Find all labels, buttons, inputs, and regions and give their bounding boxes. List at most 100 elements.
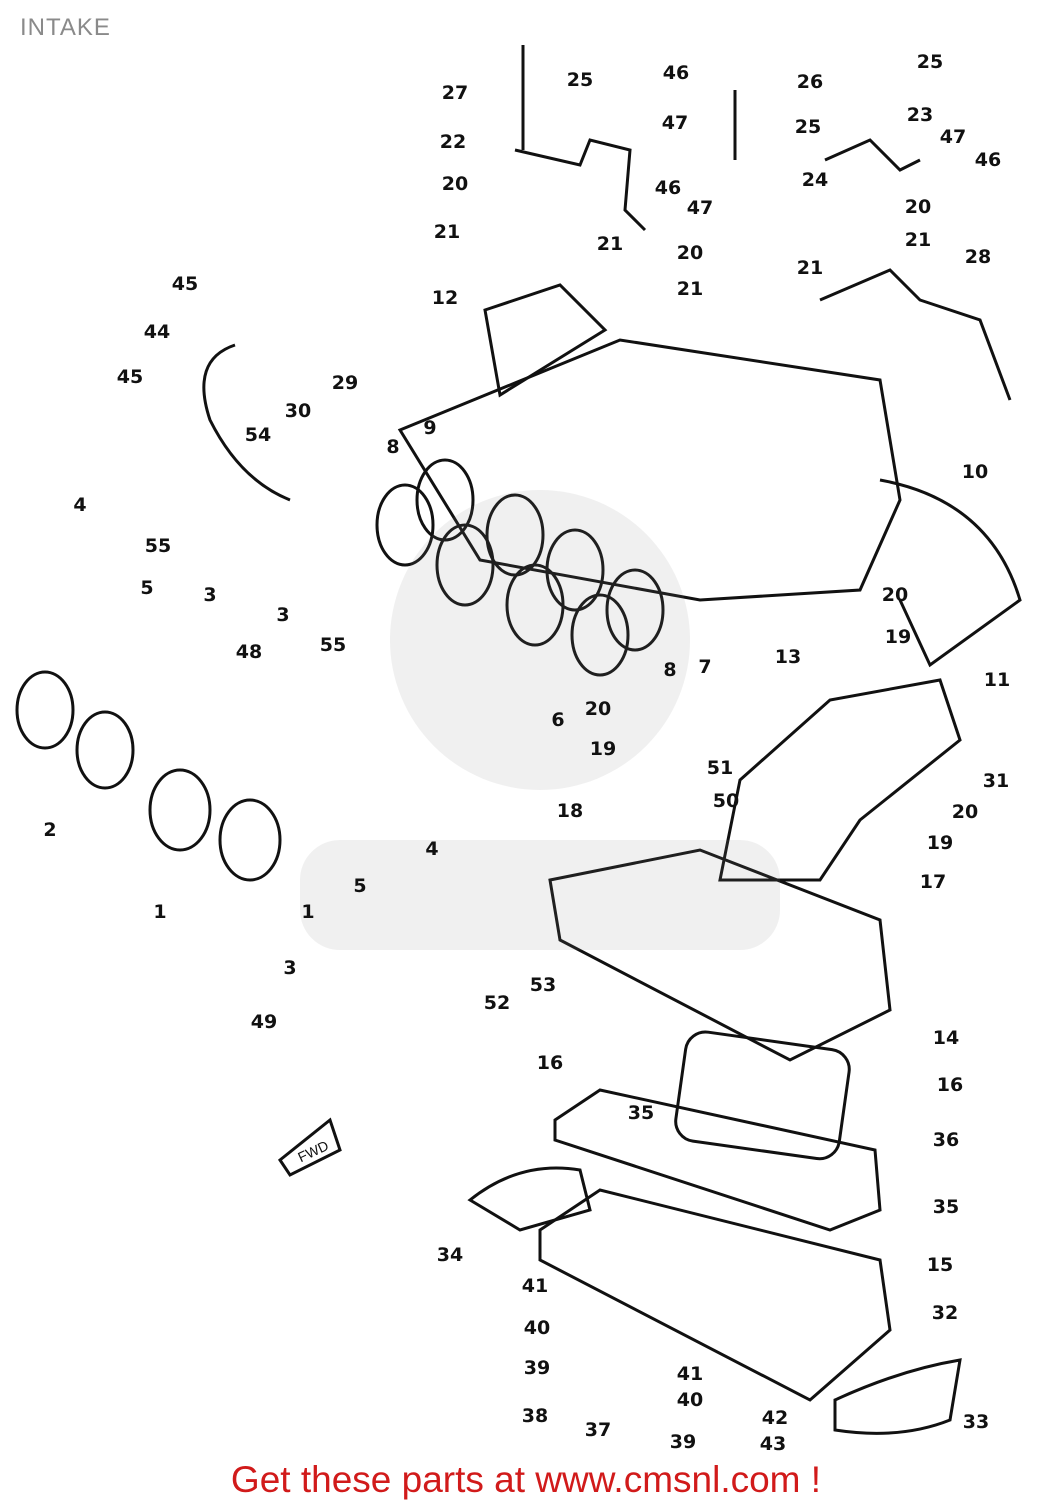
part-callout[interactable]: 29 [331, 372, 359, 394]
part-callout[interactable]: 39 [523, 1357, 551, 1379]
part-callout[interactable]: 14 [932, 1027, 960, 1049]
part-callout[interactable]: 19 [884, 626, 912, 648]
page-title: INTAKE [20, 14, 111, 41]
part-callout[interactable]: 21 [596, 233, 624, 255]
intake-exploded-diagram: FWD [15, 45, 1022, 1435]
air-box-lower [538, 1188, 892, 1402]
part-callout[interactable]: 20 [904, 196, 932, 218]
part-callout[interactable]: 25 [916, 51, 944, 73]
part-callout[interactable]: 54 [244, 424, 272, 446]
part-callout[interactable]: 42 [761, 1407, 789, 1429]
intake-boots [375, 458, 665, 677]
part-callout[interactable]: 3 [276, 604, 290, 626]
part-callout[interactable]: 16 [936, 1074, 964, 1096]
part-callout[interactable]: 46 [654, 177, 682, 199]
part-callout[interactable]: 51 [706, 757, 734, 779]
part-callout[interactable]: 40 [676, 1389, 704, 1411]
part-callout[interactable]: 40 [523, 1317, 551, 1339]
cms-watermark [300, 490, 780, 950]
part-callout[interactable]: 8 [663, 659, 677, 681]
part-callout[interactable]: 6 [551, 709, 565, 731]
part-callout[interactable]: 20 [441, 173, 469, 195]
part-callout[interactable]: 38 [521, 1405, 549, 1427]
part-callout[interactable]: 35 [627, 1102, 655, 1124]
part-callout[interactable]: 47 [939, 126, 967, 148]
part-callout[interactable]: 45 [171, 273, 199, 295]
part-callout[interactable]: 37 [584, 1419, 612, 1441]
part-callout[interactable]: 21 [676, 278, 704, 300]
part-callout[interactable]: 55 [319, 634, 347, 656]
part-callout[interactable]: 8 [386, 436, 400, 458]
part-callout[interactable]: 11 [983, 669, 1011, 691]
part-callout[interactable]: 20 [881, 584, 909, 606]
part-callout[interactable]: 21 [904, 229, 932, 251]
part-callout[interactable]: 5 [353, 875, 367, 897]
part-callout[interactable]: 52 [483, 992, 511, 1014]
side-cover-gasket [467, 1166, 592, 1232]
part-callout[interactable]: 25 [566, 69, 594, 91]
part-callout[interactable]: 41 [521, 1275, 549, 1297]
top-brackets [514, 45, 1012, 401]
part-callout[interactable]: 15 [926, 1254, 954, 1276]
part-callout[interactable]: 26 [796, 71, 824, 93]
part-callout[interactable]: 45 [116, 366, 144, 388]
part-callout[interactable]: 47 [686, 197, 714, 219]
part-callout[interactable]: 33 [962, 1411, 990, 1433]
part-callout[interactable]: 50 [712, 790, 740, 812]
part-callout[interactable]: 20 [951, 801, 979, 823]
part-callout[interactable]: 35 [932, 1196, 960, 1218]
breather-hose [202, 343, 291, 502]
part-callout[interactable]: 46 [662, 62, 690, 84]
part-callout[interactable]: 19 [589, 738, 617, 760]
part-callout[interactable]: 43 [759, 1433, 787, 1455]
part-callout[interactable]: 46 [974, 149, 1002, 171]
fwd-arrow: FWD [277, 1117, 342, 1177]
part-callout[interactable]: 41 [676, 1363, 704, 1385]
part-callout[interactable]: 21 [433, 221, 461, 243]
part-callout[interactable]: 32 [931, 1302, 959, 1324]
part-callout[interactable]: 22 [439, 131, 467, 153]
part-callout[interactable]: 34 [436, 1244, 464, 1266]
part-callout[interactable]: 20 [676, 242, 704, 264]
part-callout[interactable]: 31 [982, 770, 1010, 792]
part-callout[interactable]: 36 [932, 1129, 960, 1151]
part-callout[interactable]: 47 [661, 112, 689, 134]
part-callout[interactable]: 48 [235, 641, 263, 663]
part-callout[interactable]: 12 [431, 287, 459, 309]
part-callout[interactable]: 10 [961, 461, 989, 483]
air-duct [718, 678, 962, 882]
part-callout[interactable]: 3 [283, 957, 297, 979]
part-callout[interactable]: 25 [794, 116, 822, 138]
part-callout[interactable]: 1 [153, 901, 167, 923]
part-callout[interactable]: 13 [774, 646, 802, 668]
carb-joints [15, 670, 282, 882]
part-callout[interactable]: 53 [529, 974, 557, 996]
part-callout[interactable]: 24 [801, 169, 829, 191]
part-callout[interactable]: 23 [906, 104, 934, 126]
part-callout[interactable]: 17 [919, 871, 947, 893]
part-callout[interactable]: 19 [926, 832, 954, 854]
part-callout[interactable]: 16 [536, 1052, 564, 1074]
part-callout[interactable]: 49 [250, 1011, 278, 1033]
part-callout[interactable]: 20 [584, 698, 612, 720]
part-callout[interactable]: 2 [43, 819, 57, 841]
air-box-gasket [553, 1088, 882, 1232]
part-callout[interactable]: 28 [964, 246, 992, 268]
part-callout[interactable]: 18 [556, 800, 584, 822]
throttle-body-housing [397, 283, 1022, 668]
part-callout[interactable]: 5 [140, 577, 154, 599]
part-callout[interactable]: 9 [423, 417, 437, 439]
part-callout[interactable]: 1 [301, 901, 315, 923]
part-callout[interactable]: 3 [203, 584, 217, 606]
air-box-upper [548, 848, 892, 1062]
part-callout[interactable]: 7 [698, 656, 712, 678]
part-callout[interactable]: 55 [144, 535, 172, 557]
part-callout[interactable]: 27 [441, 82, 469, 104]
part-callout[interactable]: 21 [796, 257, 824, 279]
part-callout[interactable]: 4 [73, 494, 87, 516]
part-callout[interactable]: 30 [284, 400, 312, 422]
footer-link[interactable]: Get these parts at www.cmsnl.com ! [230, 1459, 822, 1500]
part-callout[interactable]: 44 [143, 321, 171, 343]
part-callout[interactable]: 39 [669, 1431, 697, 1453]
part-callout[interactable]: 4 [425, 838, 439, 860]
